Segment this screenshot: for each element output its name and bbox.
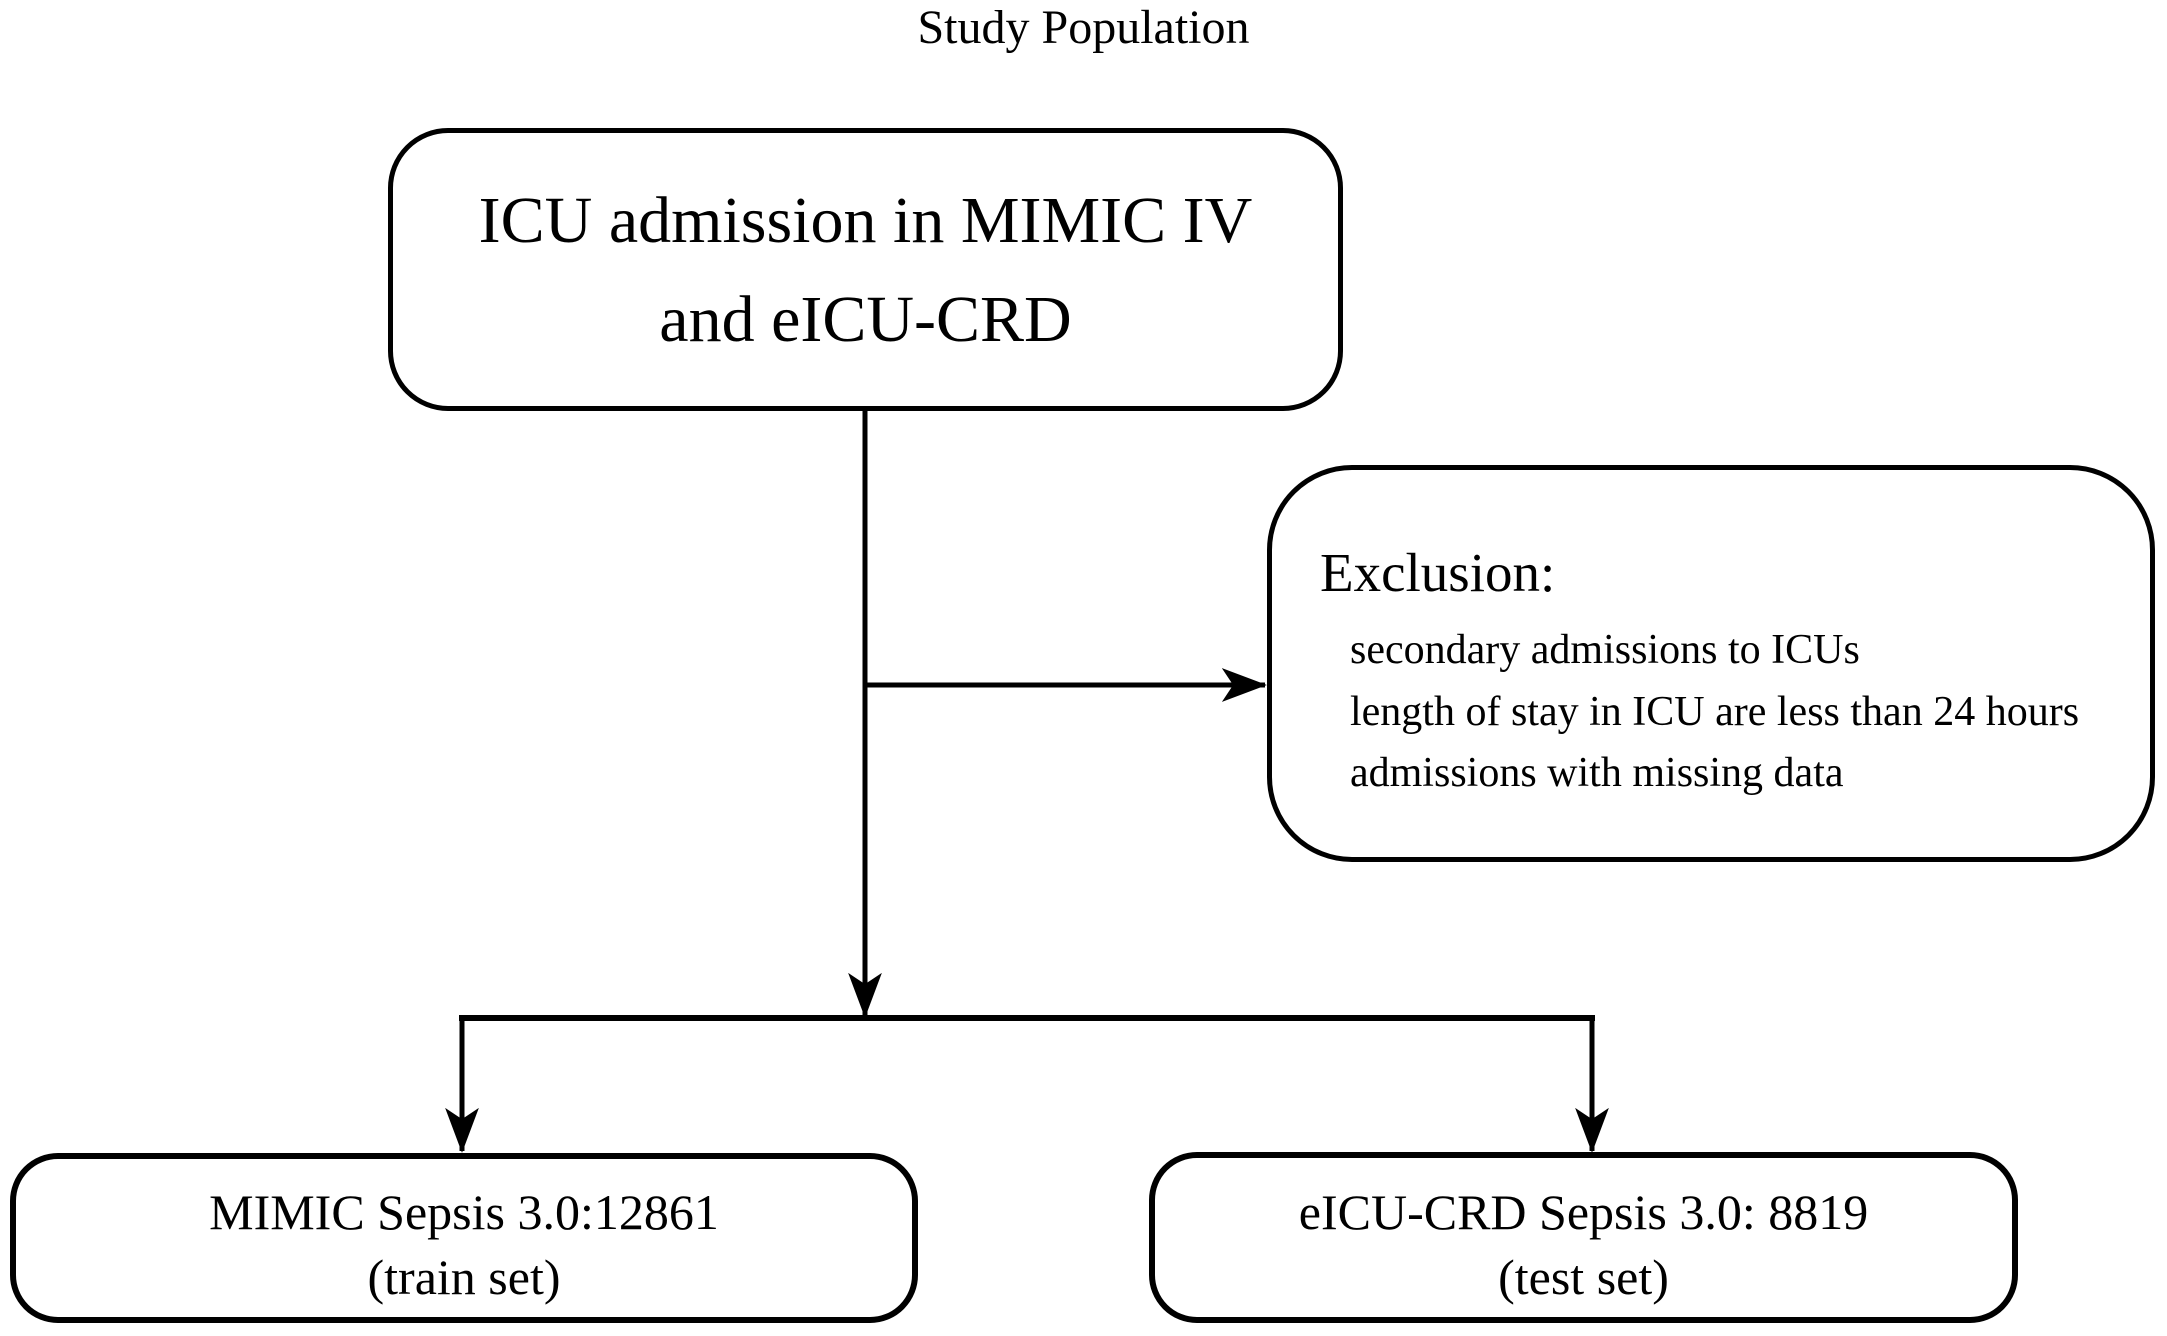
test-set-node: eICU-CRD Sepsis 3.0: 8819 (test set) [1149,1152,2018,1323]
train-set-node-line1: MIMIC Sepsis 3.0:12861 [209,1184,719,1240]
train-set-node-line2: (train set) [367,1249,561,1305]
train-set-node: MIMIC Sepsis 3.0:12861 (train set) [10,1153,918,1323]
test-set-node-line2: (test set) [1498,1248,1669,1305]
source-node-line2: and eICU-CRD [659,282,1072,356]
diagram-title: Study Population [917,1,1250,54]
exclusion-node: Exclusion: secondary admissions to ICUs … [1267,465,2155,862]
source-node: ICU admission in MIMIC IV and eICU-CRD [388,128,1343,411]
exclusion-item: length of stay in ICU are less than 24 h… [1350,688,2080,735]
source-node-line1: ICU admission in MIMIC IV [478,183,1253,257]
exclusion-list: secondary admissions to ICUs length of s… [1320,620,2079,805]
exclusion-heading: Exclusion: [1320,542,1556,603]
test-set-node-line1: eICU-CRD Sepsis 3.0: 8819 [1298,1183,1869,1240]
exclusion-item: admissions with missing data [1350,750,1844,797]
exclusion-item: secondary admissions to ICUs [1350,627,1860,673]
